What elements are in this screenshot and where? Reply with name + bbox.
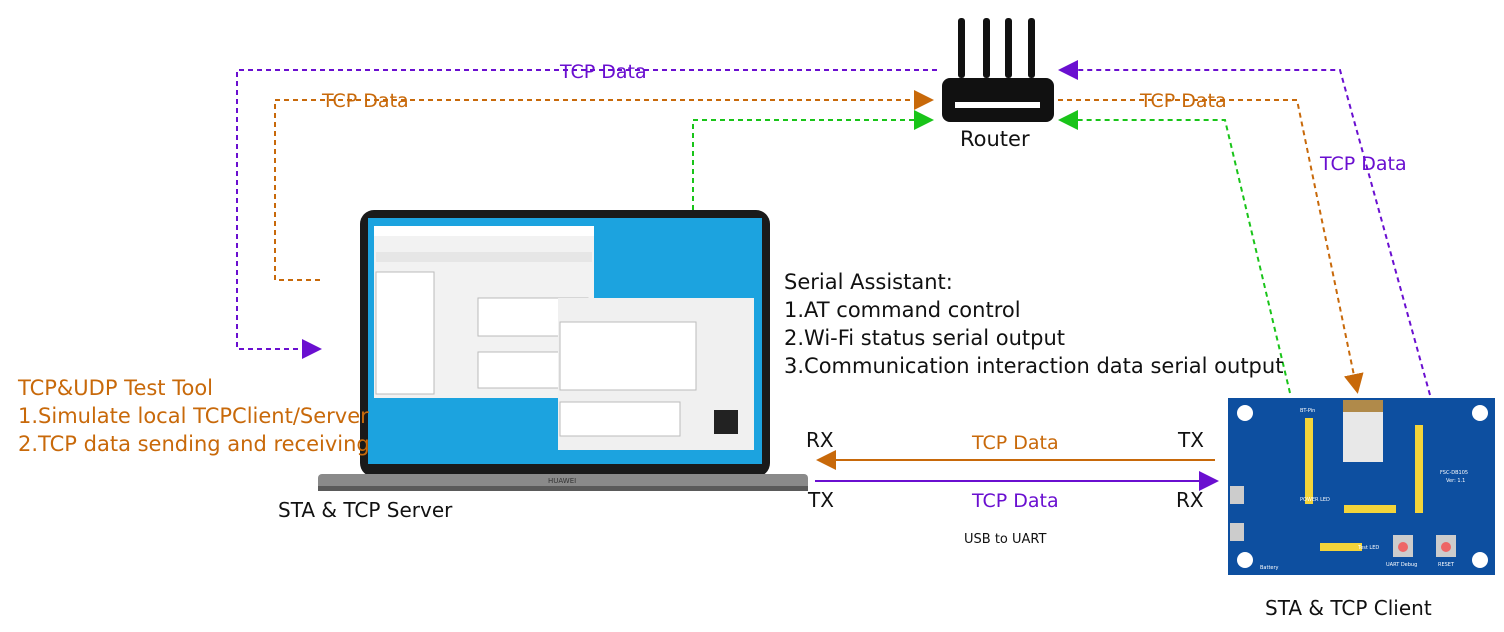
notes-line: 1.AT command control xyxy=(784,298,1021,322)
link-label: TCP Data xyxy=(972,490,1059,512)
left-purple-link xyxy=(236,69,937,359)
left-green-link xyxy=(692,110,934,210)
link-label: TCP Data xyxy=(1140,90,1227,112)
fsc-db105-board xyxy=(1228,398,1495,575)
left-orange-link xyxy=(274,90,934,281)
router-icon xyxy=(942,18,1054,122)
client-label: STA & TCP Client xyxy=(1265,596,1432,620)
board-label: Test LED xyxy=(1358,545,1380,551)
board-label: RESET xyxy=(1438,562,1455,568)
board-label: BT-Pin xyxy=(1300,408,1316,414)
board-label: FSC-DB105 xyxy=(1440,470,1469,476)
rx-right: RX xyxy=(1176,488,1204,512)
link-label: TCP Data xyxy=(560,61,647,83)
board-label: Battery xyxy=(1260,565,1279,571)
board-label: POWER LED xyxy=(1300,497,1330,503)
notes-title: Serial Assistant: xyxy=(784,270,953,294)
serial-assistant-notes: Serial Assistant: 1.AT command control 2… xyxy=(784,268,1283,380)
link-label: TCP Data xyxy=(322,90,409,112)
right-purple-link xyxy=(1058,60,1431,396)
tx-right: TX xyxy=(1178,428,1204,452)
right-orange-link xyxy=(1058,99,1364,394)
notes-title: TCP&UDP Test Tool xyxy=(18,376,213,400)
notes-line: 3.Communication interaction data serial … xyxy=(784,354,1284,378)
notes-line: 1.Simulate local TCPClient/Server xyxy=(18,404,369,428)
test-tool-notes: TCP&UDP Test Tool 1.Simulate local TCPCl… xyxy=(18,374,370,458)
router-label: Router xyxy=(960,127,1030,151)
notes-line: 2.TCP data sending and receiving xyxy=(18,432,370,456)
link-label: TCP Data xyxy=(1320,153,1407,175)
link-label: TCP Data xyxy=(972,432,1059,454)
rx-left: RX xyxy=(806,428,834,452)
right-green-link xyxy=(1058,110,1291,394)
server-label: STA & TCP Server xyxy=(278,498,453,522)
laptop-brand: HUAWEI xyxy=(548,477,577,485)
board-label: Ver: 1.1 xyxy=(1446,478,1466,484)
uart-caption: USB to UART xyxy=(964,532,1047,547)
tx-left: TX xyxy=(808,488,834,512)
board-label: UART Debug xyxy=(1386,562,1418,568)
notes-line: 2.Wi-Fi status serial output xyxy=(784,326,1065,350)
laptop-icon xyxy=(318,210,808,491)
